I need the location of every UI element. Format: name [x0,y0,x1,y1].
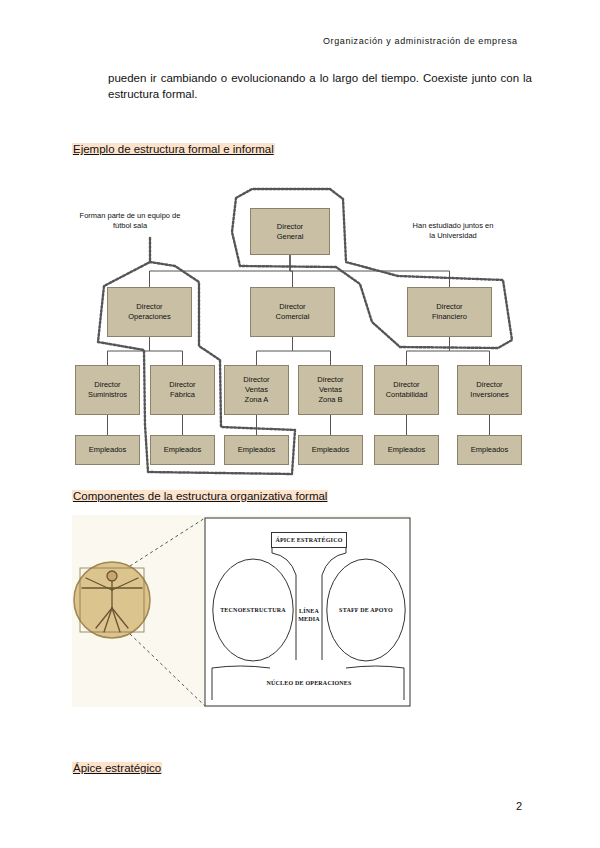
box-label: Director Operaciones [125,302,175,322]
component-label-wrap: NÚCLEO DE OPERACIONES [254,679,364,687]
org-chart-box: Empleados [374,435,439,465]
org-connector [406,415,407,435]
callout-note: Han estudiado juntos en la Universidad [410,221,496,241]
org-chart-box: Director Ventas Zona A [224,365,289,415]
body-paragraph: pueden ir cambiando o evolucionando a lo… [108,70,532,102]
box-label: Empleados [89,445,127,455]
org-connector [107,415,108,435]
box-label: Empleados [471,445,509,455]
section-heading: Ápice estratégico [72,762,162,774]
box-label: Director Suministros [80,380,136,400]
org-chart-box: Empleados [457,435,522,465]
figure-frame [205,518,410,706]
org-connector [407,337,450,365]
page-number: 2 [516,800,522,812]
component-label: NÚCLEO DE OPERACIONES [254,679,364,687]
component-label-wrap: LÍNEA MEDIA [293,607,325,623]
running-header: Organización y administración de empresa [323,36,518,46]
org-chart-box: Director General [250,208,330,255]
org-connector [108,337,150,365]
zoom-line [130,634,205,706]
org-chart-box: Empleados [150,435,215,465]
box-label: Director Ventas Zona A [239,375,275,405]
org-chart-box: Director Ventas Zona B [298,365,363,415]
callout-note-wrap: Han estudiado juntos en la Universidad [410,221,496,241]
org-connector [330,415,331,435]
org-chart-box: Director Comercial [250,287,335,337]
organization-outline [212,666,404,668]
component-label: TECNOESTRUCTURA [220,606,286,614]
box-label: Empleados [164,445,202,455]
figure-ground [72,515,410,707]
org-connector [290,255,450,287]
org-connector [150,337,183,365]
org-connector [489,415,490,435]
section-heading: Componentes de la estructura organizativ… [72,490,328,502]
box-label: Director Contabilidad [379,380,435,400]
org-connector [257,337,293,365]
org-chart-box: Director Contabilidad [374,365,439,415]
informal-group-outline [232,189,512,348]
section-heading-wrap: Componentes de la estructura organizativ… [72,486,328,504]
box-label: Director Fábrica [163,380,203,400]
component-ellipse: TECNOESTRUCTURA [212,558,294,662]
component-label: ÁPICE ESTRATÉGICO [275,536,342,544]
running-header-wrap: Organización y administración de empresa [323,36,518,46]
apex-box: ÁPICE ESTRATÉGICO [271,532,347,548]
box-label: Empleados [238,445,276,455]
vitruvian-man-illustration [74,562,150,638]
org-chart-box: Director Suministros [75,365,140,415]
zoom-line [130,518,205,566]
box-label: Director General [270,222,310,242]
box-label: Director Ventas Zona B [313,375,349,405]
component-label: STAFF DE APOYO [339,606,393,614]
org-chart-box: Director Fábrica [150,365,215,415]
callout-note-wrap: Forman parte de un equipo de fútbol sala [74,211,186,231]
org-chart-box: Director Operaciones [107,287,192,337]
component-label: LÍNEA MEDIA [293,607,325,623]
org-connector [256,415,257,435]
box-label: Director Comercial [273,302,313,322]
section-heading-wrap: Ápice estratégico [72,758,162,776]
component-ellipse: STAFF DE APOYO [326,558,406,662]
section-heading: Ejemplo de estructura formal e informal [72,143,275,155]
box-label: Director Financiero [430,302,470,322]
organization-outline [212,668,404,700]
org-chart-box: Director Financiero [407,287,492,337]
org-chart-box: Empleados [224,435,289,465]
org-chart-box: Director Inversiones [457,365,522,415]
org-connector [150,255,291,287]
org-connector [450,337,490,365]
box-label: Empleados [312,445,350,455]
body-paragraph-wrap: pueden ir cambiando o evolucionando a lo… [108,70,532,102]
org-chart-box: Empleados [75,435,140,465]
page-number-wrap: 2 [516,800,522,812]
callout-note: Forman parte de un equipo de fútbol sala [74,211,186,231]
org-connector [293,337,331,365]
box-label: Empleados [388,445,426,455]
informal-group-outline [149,238,151,262]
org-connector [182,415,183,435]
org-chart-box: Empleados [298,435,363,465]
section-heading-wrap: Ejemplo de estructura formal e informal [72,143,275,155]
box-label: Director Inversiones [462,380,518,400]
